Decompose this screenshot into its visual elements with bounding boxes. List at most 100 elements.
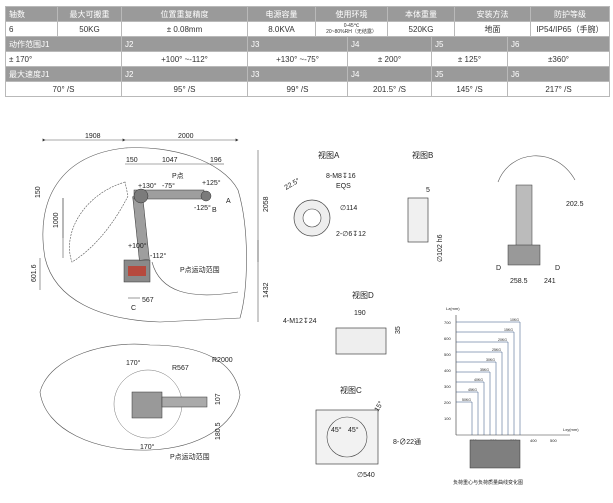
hdr-range-j4: J4 [347,36,432,52]
val-protection: IP54/IP65（手腕） [530,21,610,37]
val-power: 8.0KVA [247,21,316,37]
load-chart-y-tick: 200 [444,400,451,405]
robot-base-motor [128,266,146,276]
load-curve-label: 15KG [504,328,513,332]
top-range-label: P点运动范围 [170,452,210,461]
val-range-j2: +100° ~-112° [121,51,248,67]
side-work-envelope-outer [42,147,247,323]
val-speed-j1: 70° /S [5,81,122,97]
hdr-speed-j2: J2 [121,66,248,82]
top-180: 180.5 [215,422,222,440]
view-a-eqs: EQS [336,183,351,190]
env-temp: 0-45℃ [343,23,360,29]
val-range-j6: ±360° [507,51,610,67]
side-robot-body [123,188,212,283]
view-d-thread: 4-M12↧24 [283,317,317,325]
view-c-15: 15° [373,400,385,413]
top-robot-arm [161,396,208,408]
side-work-envelope-inner [69,181,129,263]
technical-drawings: 1908 2000 150 1047 196 1000 150 601.6 20… [31,133,584,486]
side-envelope-arc [151,261,239,296]
dim-2058: 2058 [263,196,270,212]
hdr-speed-j3: J3 [247,66,348,82]
val-install: 地面 [454,21,531,37]
dim-1432: 1432 [263,282,270,298]
hdr-range-j3: J3 [247,36,348,52]
val-weight: 520KG [387,21,455,37]
view-d-190: 190 [354,310,366,317]
label-b: B [212,207,217,214]
load-chart-y-tick: 400 [444,368,451,373]
val-range-j3: +130° ~-75° [247,51,348,67]
load-chart-y-label: Lz(mm) [446,306,460,311]
spec-value-row-3: 70° /S 95° /S 99° /S 201.5° /S 145° /S 2… [5,81,610,97]
view-c-540: ∅540 [357,472,375,479]
load-chart-x-tick: 500 [550,438,557,443]
load-curve [456,321,521,435]
robot-elbow-joint [133,188,149,204]
val-range-j5: ± 125° [431,51,508,67]
load-curve-label: 35KG [480,368,489,372]
angle-plus100: +100° [128,242,147,250]
hdr-environment: 使用环境 [315,6,388,22]
load-curve [456,351,503,435]
right-view-241: 241 [544,278,556,285]
view-b-title: 视图B [412,150,433,160]
load-curve [456,331,515,435]
load-curve-label: 25KG [492,348,501,352]
env-humidity: 20~80%RH（无结露） [326,29,377,35]
load-curve-label: 45KG [468,388,477,392]
view-d-plate [335,327,387,355]
right-view-d-right: D [555,265,560,272]
load-chart-x-label: Lxy(mm) [563,427,579,432]
load-curve-label: 30KG [486,358,495,362]
view-d-35: 35 [395,326,402,334]
right-view-arm [515,184,533,256]
hdr-speed-j6: J6 [507,66,610,82]
load-curve-label: 20KG [498,338,507,342]
load-chart-robot-flange [469,439,521,469]
view-b-dim5: 5 [426,187,430,194]
dim-2000: 2000 [178,133,194,140]
right-view-base [507,244,541,266]
hdr-range-j1: 动作范围J1 [5,36,122,52]
val-payload: 50KG [57,21,122,37]
val-speed-j5: 145° /S [431,81,508,97]
label-a: A [226,198,231,205]
view-c-title: 视图C [340,385,362,395]
hdr-protection: 防护等级 [530,6,610,22]
load-curve-label: 40KG [474,378,483,382]
hdr-install: 安装方法 [454,6,531,22]
side-view-labels: 1908 2000 150 1047 196 1000 150 601.6 20… [31,133,270,312]
view-c-holes: 8-∅22通 [393,437,421,446]
view-c-base-plate [315,409,379,465]
load-chart-y-tick: 100 [444,416,451,421]
load-curve [456,361,497,435]
load-curve [456,391,479,435]
right-view-202: 202.5 [566,201,584,208]
robot-lower-arm [132,195,150,261]
spec-header-row-3: 最大速度J1 J2 J3 J4 J5 J6 [5,66,610,82]
view-b: 视图B 5 ∅102 h6 [407,150,444,262]
val-speed-j3: 99° /S [247,81,348,97]
view-a-pin: 2-∅6↧12 [336,230,366,238]
load-curve [456,401,473,435]
val-speed-j4: 201.5° /S [347,81,432,97]
view-c: 视图C 45° 45° 15° 8-∅22通 ∅540 [315,385,421,479]
view-c-circle [326,416,368,458]
right-view: 202.5 258.5 241 D D [496,155,584,285]
load-chart-caption: 负荷重心与负荷质量曲线变化图 [453,479,523,486]
val-range-j1: ± 170° [5,51,122,67]
load-chart-y-tick: 300 [444,384,451,389]
view-a-angle: 22.5° [283,176,301,191]
spec-header-row-2: 动作范围J1 J2 J3 J4 J5 J6 [5,36,610,52]
dim-196: 196 [210,157,222,164]
spec-value-row-2: ± 170° +100° ~-112° +130° ~-75° ± 200° ±… [5,51,610,67]
load-chart-x-tick: 400 [530,438,537,443]
view-d: 视图D 4-M12↧24 190 35 [283,290,402,355]
load-chart-y-tick: 500 [444,352,451,357]
hdr-range-j6: J6 [507,36,610,52]
angle-minus125: -125° [194,204,211,212]
